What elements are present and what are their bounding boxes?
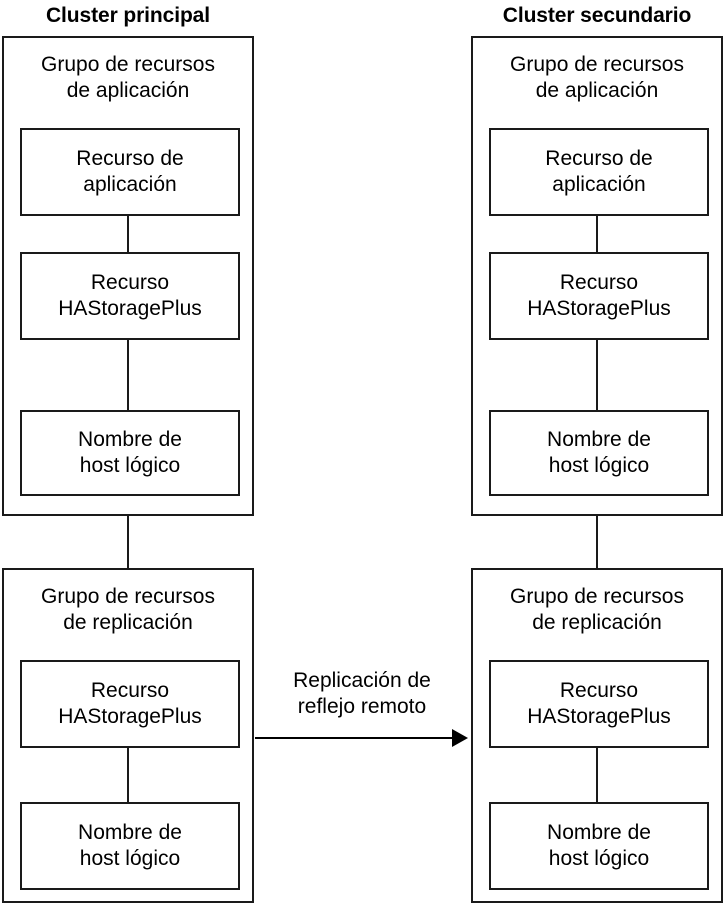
resource-box-primary-logical-host: Nombre de host lógico: [20, 410, 240, 496]
resource-box-primary-repl-logical-host: Nombre de host lógico: [20, 802, 240, 890]
group-label-primary-application: Grupo de recursos de aplicación: [41, 53, 215, 102]
group-label-secondary-application: Grupo de recursos de aplicación: [510, 53, 684, 102]
group-label-primary-replication: Grupo de recursos de replicación: [41, 585, 215, 634]
resource-label-primary-logical-host: Nombre de host lógico: [78, 428, 182, 477]
cluster-title-secondary: Cluster secundario: [502, 4, 692, 27]
resource-label-secondary-repl-logical-host: Nombre de host lógico: [547, 821, 651, 870]
replication-arrow-line: [255, 737, 453, 739]
resource-box-primary-repl-hastorageplus: Recurso HAStoragePlus: [20, 660, 240, 748]
resource-label-secondary-logical-host: Nombre de host lógico: [547, 428, 651, 477]
resource-label-primary-application: Recurso de aplicación: [76, 147, 184, 196]
resource-box-secondary-hastorageplus: Recurso HAStoragePlus: [489, 252, 709, 340]
connector-primary-group-to-group: [127, 514, 129, 570]
cluster-title-primary: Cluster principal: [45, 4, 210, 27]
resource-label-primary-repl-logical-host: Nombre de host lógico: [78, 821, 182, 870]
connector-secondary-group-to-group: [596, 514, 598, 570]
replication-arrow-head-icon: [452, 729, 468, 747]
connector-secondary-hasp-to-host: [596, 340, 598, 414]
replication-arrow-label: Replicación de reflejo remoto: [293, 669, 431, 718]
resource-box-primary-hastorageplus: Recurso HAStoragePlus: [20, 252, 240, 340]
resource-box-secondary-application: Recurso de aplicación: [489, 128, 709, 216]
resource-box-secondary-repl-hastorageplus: Recurso HAStoragePlus: [489, 660, 709, 748]
resource-box-secondary-logical-host: Nombre de host lógico: [489, 410, 709, 496]
resource-label-secondary-application: Recurso de aplicación: [545, 147, 653, 196]
resource-label-secondary-repl-hastorageplus: Recurso HAStoragePlus: [527, 679, 671, 728]
resource-box-secondary-repl-logical-host: Nombre de host lógico: [489, 802, 709, 890]
group-box-secondary-application: Grupo de recursos de aplicación Recurso …: [471, 36, 723, 516]
resource-label-secondary-hastorageplus: Recurso HAStoragePlus: [527, 271, 671, 320]
resource-label-primary-hastorageplus: Recurso HAStoragePlus: [58, 271, 202, 320]
group-box-secondary-replication: Grupo de recursos de replicación Recurso…: [471, 568, 723, 903]
group-box-primary-application: Grupo de recursos de aplicación Recurso …: [2, 36, 254, 516]
connector-primary-repl-hasp-to-host: [127, 747, 129, 804]
resource-label-primary-repl-hastorageplus: Recurso HAStoragePlus: [58, 679, 202, 728]
group-box-primary-replication: Grupo de recursos de replicación Recurso…: [2, 568, 254, 903]
resource-box-primary-application: Recurso de aplicación: [20, 128, 240, 216]
group-label-secondary-replication: Grupo de recursos de replicación: [510, 585, 684, 634]
connector-primary-hasp-to-host: [127, 340, 129, 414]
connector-secondary-repl-hasp-to-host: [596, 747, 598, 804]
